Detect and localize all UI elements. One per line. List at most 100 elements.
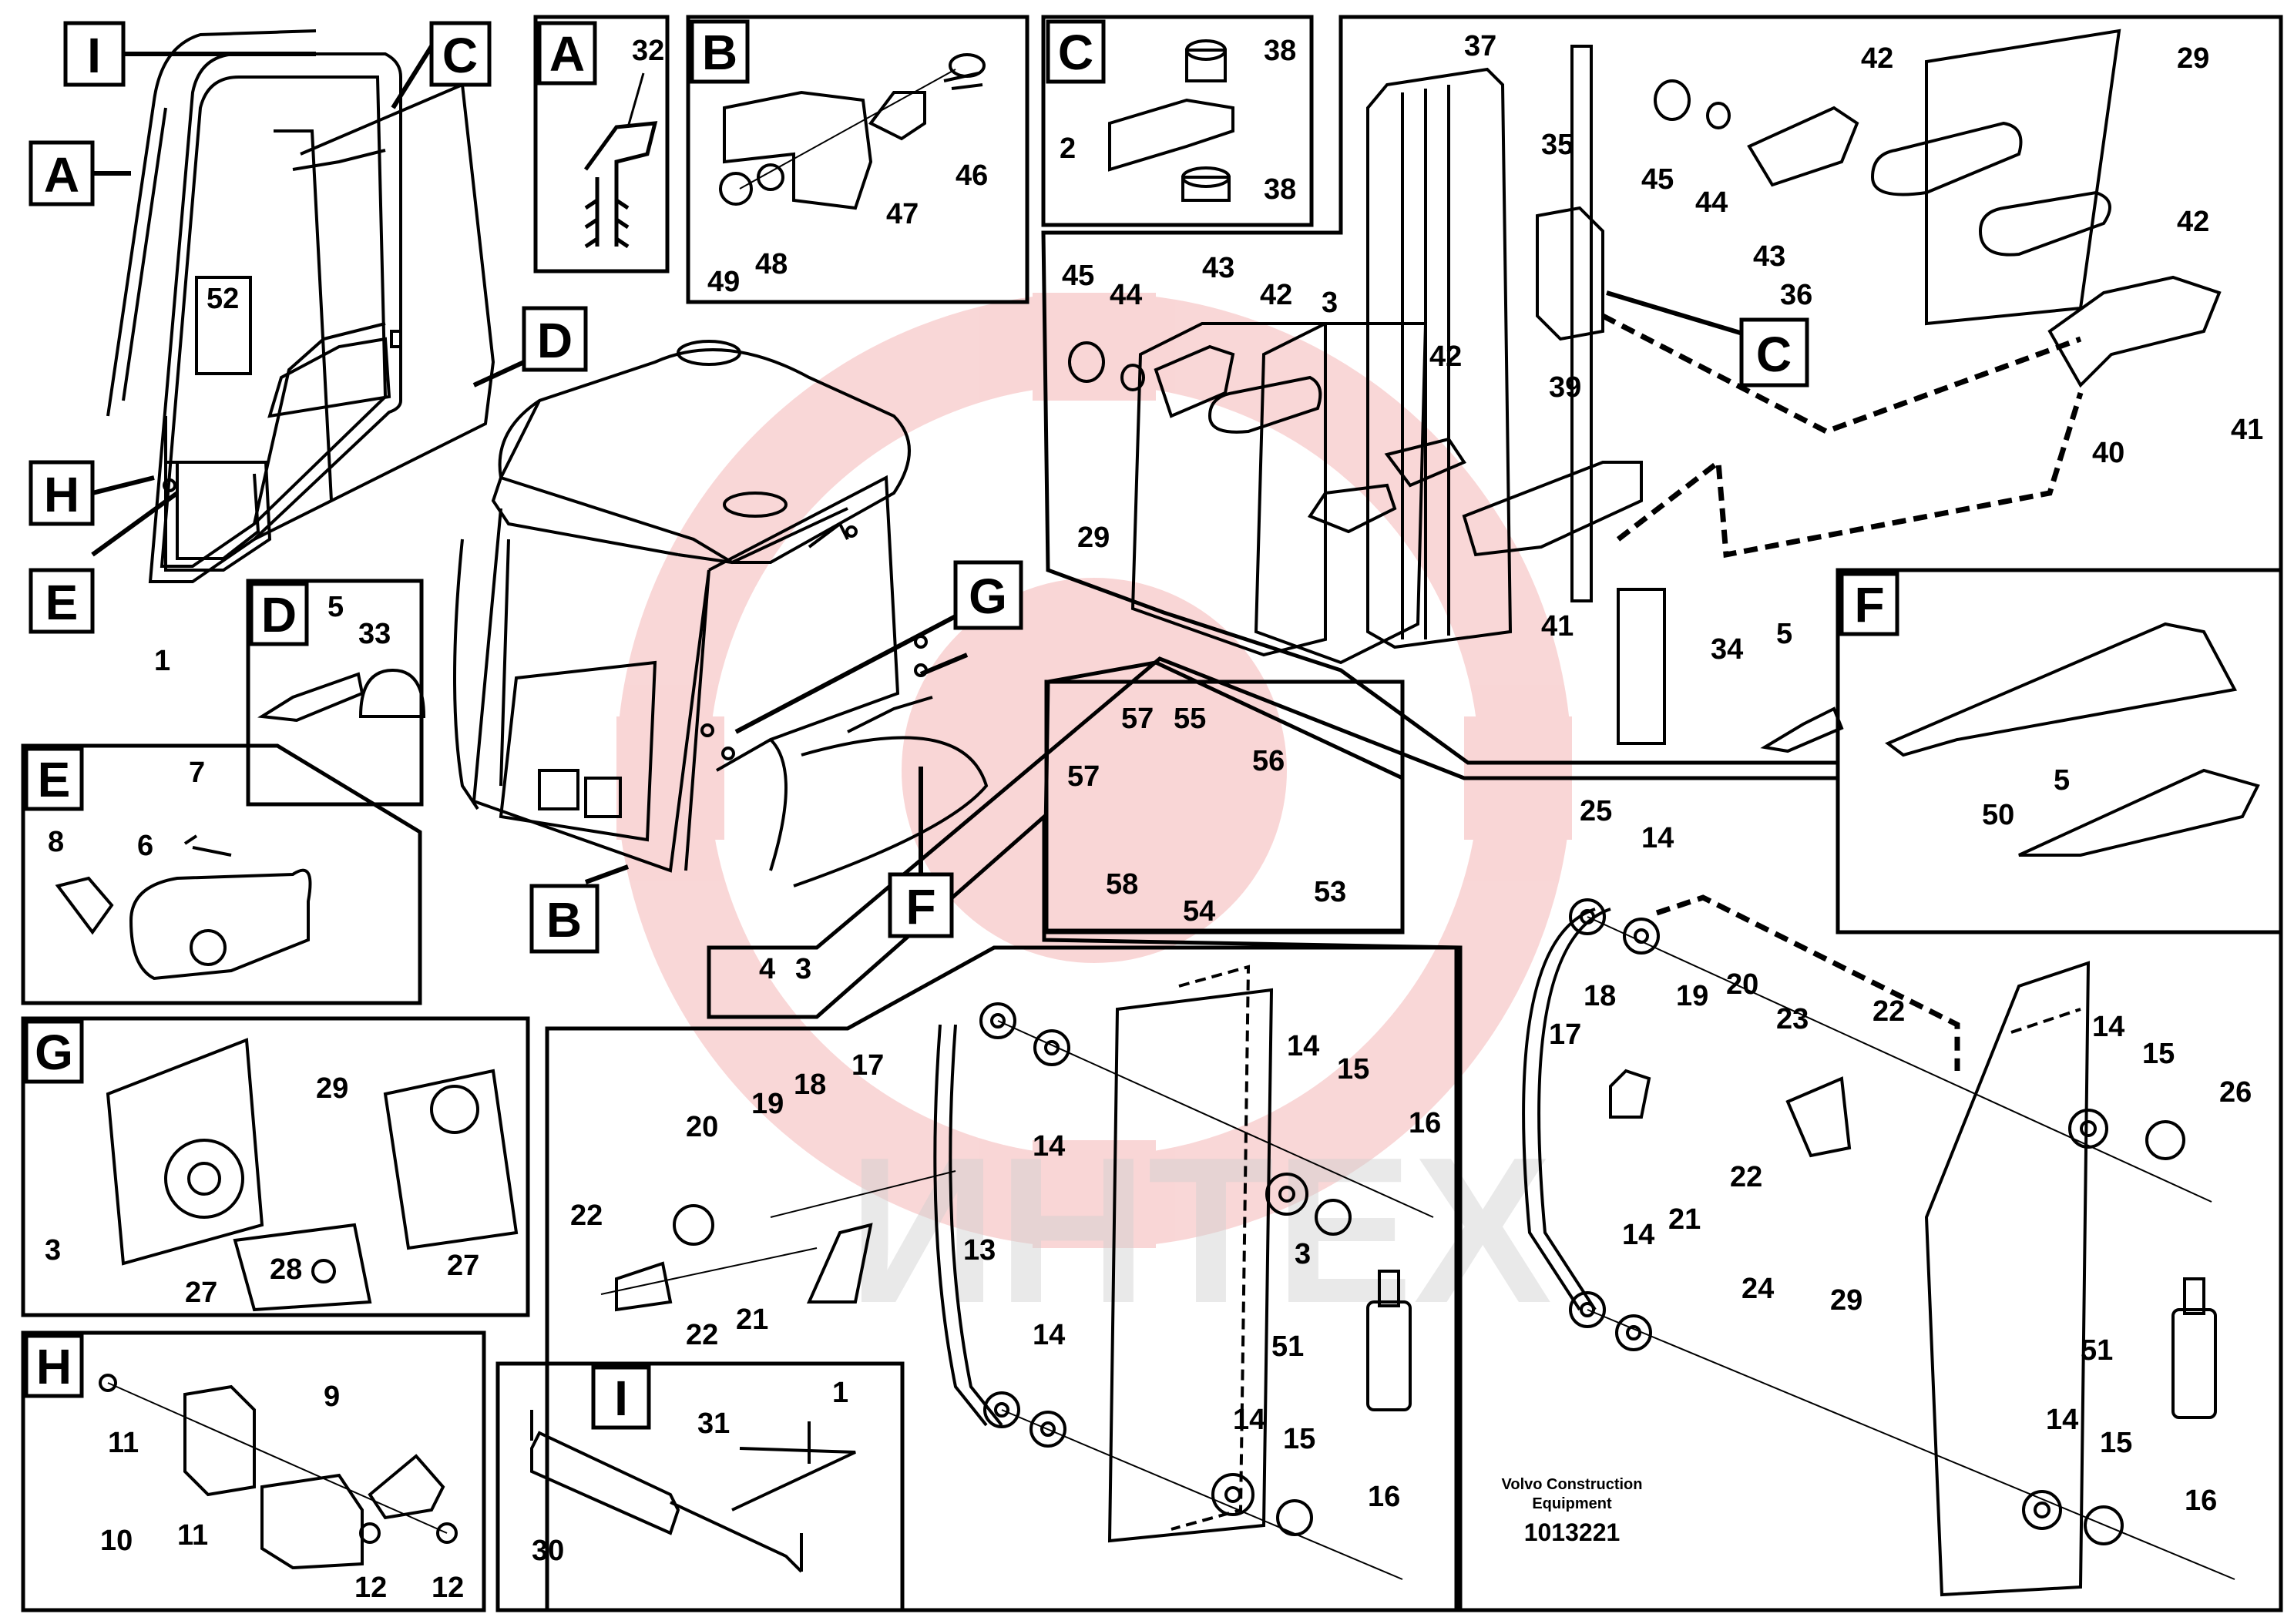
part-number: 18 <box>1584 980 1616 1012</box>
part-number: 8 <box>48 826 64 858</box>
part-number: 53 <box>1314 876 1346 908</box>
part-number: 44 <box>1695 186 1728 219</box>
svg-text:C: C <box>442 28 478 83</box>
part-number: 12 <box>354 1572 387 1604</box>
part-number: 18 <box>794 1069 826 1101</box>
watermark-text: ИНТЕХ <box>848 1115 1553 1347</box>
part-number: 33 <box>358 618 391 650</box>
part-number: 51 <box>2081 1334 2113 1367</box>
part-number: 19 <box>1676 980 1708 1012</box>
part-number: 3 <box>1322 287 1338 319</box>
svg-text:H: H <box>44 467 79 522</box>
panel-H-letter: H <box>24 1334 84 1398</box>
callout-leaders <box>91 45 1762 898</box>
part-number: 22 <box>570 1200 603 1232</box>
part-number: 44 <box>1110 279 1142 311</box>
hinge-bracket <box>719 53 986 210</box>
part-number: 12 <box>432 1572 464 1604</box>
part-number: 36 <box>1780 279 1812 311</box>
callout-H: H <box>29 460 95 526</box>
svg-text:A: A <box>44 147 79 203</box>
part-number: 30 <box>532 1535 564 1567</box>
part-number: 40 <box>2092 437 2124 469</box>
svg-text:B: B <box>702 25 737 80</box>
part-number: 29 <box>1077 522 1110 554</box>
callout-C-right: C <box>1739 317 1809 388</box>
part-number: 20 <box>686 1111 718 1143</box>
part-number: 20 <box>1726 968 1758 1001</box>
part-number: 52 <box>207 283 239 315</box>
part-number: 6 <box>137 830 153 862</box>
dash-leaders-right <box>1655 894 1960 1071</box>
part-number: 48 <box>755 248 788 280</box>
callout-C-top: C <box>429 21 492 87</box>
cab-assembly <box>453 340 989 887</box>
svg-text:C: C <box>1058 25 1093 80</box>
part-number: 16 <box>2185 1485 2217 1517</box>
pivot-pin <box>1108 39 1234 202</box>
part-number: 32 <box>632 35 664 67</box>
part-number: 14 <box>1033 1319 1065 1351</box>
part-number: 21 <box>736 1304 768 1336</box>
svg-text:I: I <box>614 1371 628 1426</box>
callout-boxes: I C A D H E G B <box>29 21 1809 954</box>
part-number: 15 <box>1337 1053 1369 1085</box>
panel-A-letter: A <box>537 21 597 86</box>
part-number: 47 <box>886 198 919 230</box>
callout-B: B <box>529 884 600 954</box>
svg-text:F: F <box>905 879 935 934</box>
part-number: 54 <box>1183 895 1215 928</box>
part-number: 24 <box>1741 1273 1774 1305</box>
door-handle <box>55 834 312 981</box>
callout-F: F <box>888 872 954 938</box>
panel-F-letter: F <box>1839 572 1899 636</box>
callout-E: E <box>29 568 95 634</box>
latch-bracket <box>99 1374 458 1570</box>
axis-lines-right <box>1587 916 2235 1580</box>
callout-A: A <box>29 140 95 206</box>
panel-letters: A B C D E F G H I <box>24 19 1899 1430</box>
drawing-caption: Volvo Construction Equipment 1013221 <box>1502 1476 1643 1546</box>
part-number: 31 <box>697 1408 730 1440</box>
part-number: 22 <box>686 1319 718 1351</box>
part-number: 22 <box>1872 995 1905 1028</box>
part-number: 14 <box>1233 1404 1265 1436</box>
part-number: 41 <box>1541 610 1574 643</box>
part-number: 17 <box>1549 1018 1581 1051</box>
part-number: 14 <box>1622 1219 1654 1251</box>
part-number: 28 <box>270 1253 302 1286</box>
part-number: 51 <box>1271 1330 1304 1363</box>
part-number: 14 <box>1641 822 1674 854</box>
panel-D-letter: D <box>249 582 309 646</box>
part-number: 2 <box>1060 133 1076 165</box>
part-number: 3 <box>45 1234 61 1267</box>
panel-part-numbers: 32 46 47 48 49 38 2 38 5 33 7 8 6 50 5 2… <box>45 35 2070 1604</box>
part-number: 21 <box>1668 1203 1701 1236</box>
part-number: 23 <box>1776 1003 1809 1035</box>
part-number: 27 <box>185 1277 217 1309</box>
part-number: 9 <box>324 1381 340 1413</box>
window-hardware-right <box>1522 898 2217 1597</box>
part-number: 1 <box>832 1377 848 1409</box>
part-number: 45 <box>1062 260 1094 292</box>
callout-I-top: I <box>63 21 126 87</box>
part-number: 26 <box>2219 1076 2252 1109</box>
panel-C-letter: C <box>1046 19 1106 84</box>
part-number: 46 <box>956 159 988 192</box>
panel-I-letter: I <box>591 1365 651 1430</box>
svg-text:G: G <box>969 569 1007 624</box>
hinge-assembly-right <box>1068 29 2222 753</box>
part-number: 16 <box>1368 1481 1400 1513</box>
part-number: 56 <box>1252 745 1285 777</box>
seal-strip <box>1885 622 2260 857</box>
part-number: 42 <box>1429 341 1462 373</box>
part-number: 43 <box>1202 252 1234 284</box>
part-number: 34 <box>1711 633 1743 666</box>
part-number: 29 <box>316 1072 348 1105</box>
svg-text:F: F <box>1854 577 1884 632</box>
part-number: 42 <box>2177 206 2209 238</box>
caption-subtitle: Equipment <box>1532 1495 1612 1512</box>
part-number: 5 <box>2054 764 2070 797</box>
part-number: 45 <box>1641 163 1674 196</box>
gas-strut <box>530 1410 856 1573</box>
